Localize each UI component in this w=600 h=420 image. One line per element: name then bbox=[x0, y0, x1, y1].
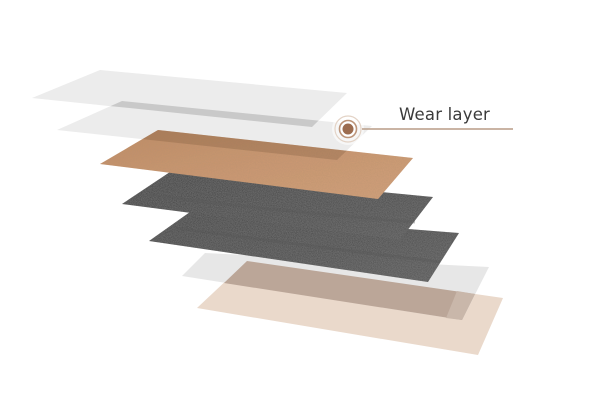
layer-tan-gray-overlap-edge bbox=[446, 291, 475, 320]
layer-clear-overlap-band bbox=[110, 101, 319, 127]
layer-dark-core-lower-highlight bbox=[174, 226, 441, 264]
layer-wood-decor-shaded-strip bbox=[142, 130, 347, 160]
layer-tan-gray-overlap bbox=[224, 261, 475, 320]
callout-label: Wear layer bbox=[399, 105, 490, 124]
layer-dark-core-upper bbox=[122, 172, 433, 240]
layer-wood-decor bbox=[100, 130, 413, 199]
layer-dark-core-upper-highlight bbox=[149, 193, 416, 224]
layer-clear-top-sheet bbox=[32, 70, 347, 127]
target-marker-icon[interactable] bbox=[332, 113, 364, 145]
